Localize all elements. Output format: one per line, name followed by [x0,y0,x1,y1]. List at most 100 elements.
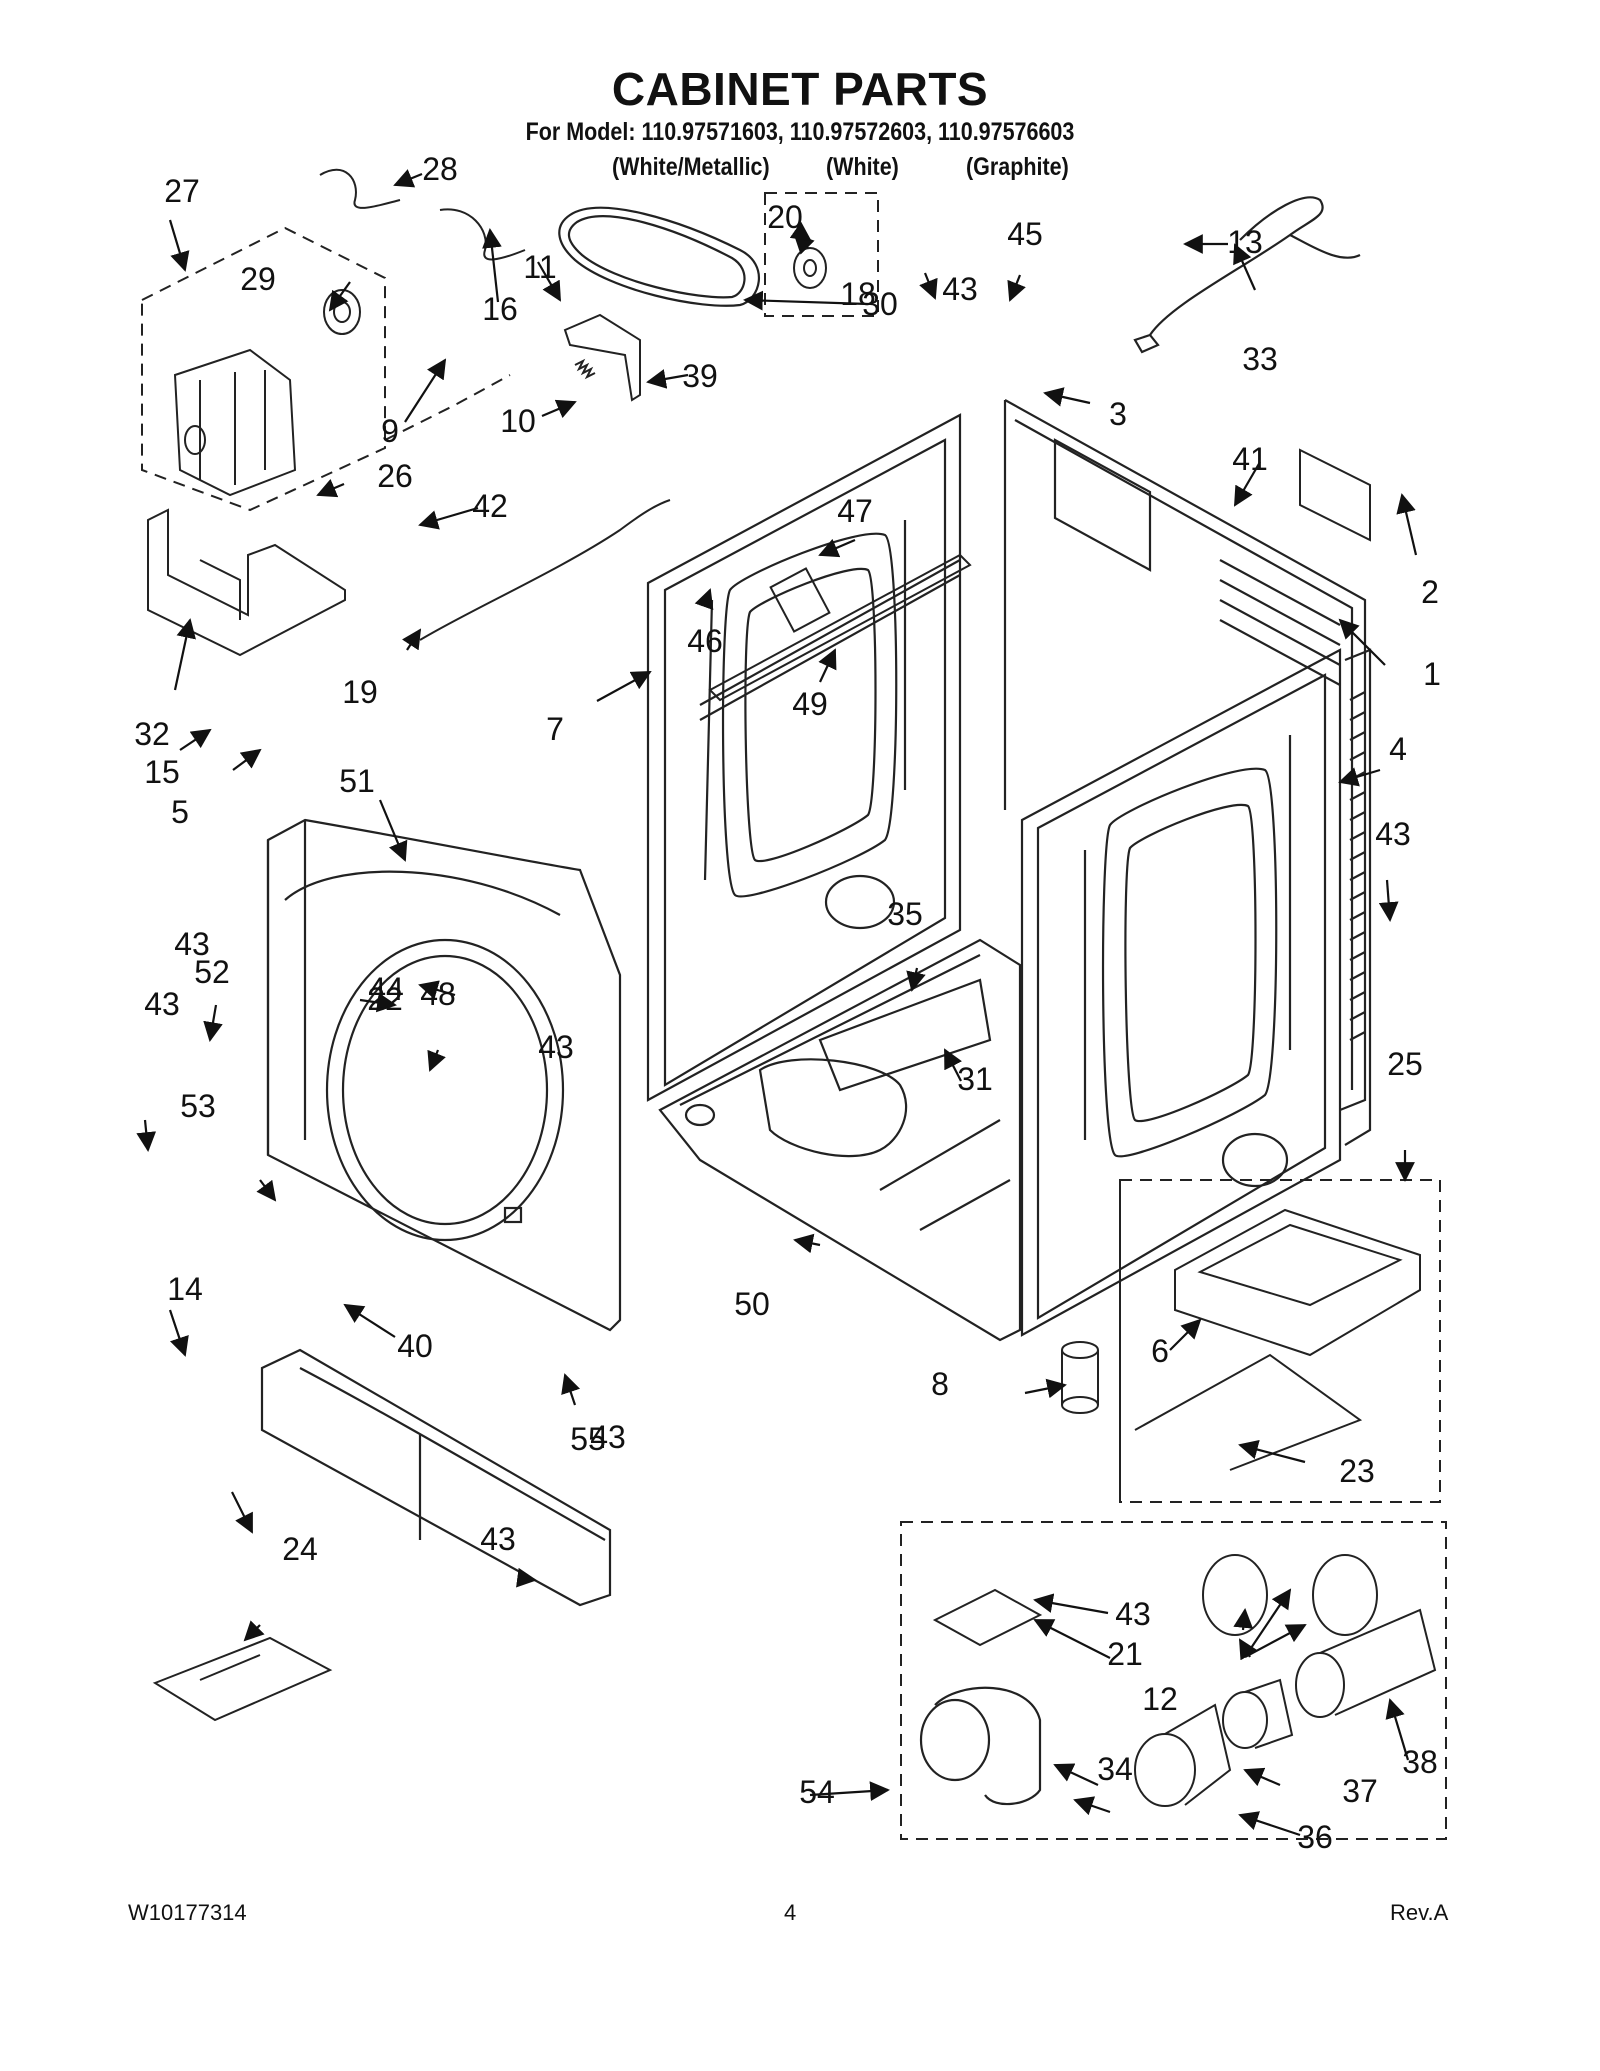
callout-label: 36 [1297,1819,1333,1855]
callout-label: 38 [1402,1744,1438,1780]
callout-label: 43 [480,1521,516,1557]
callout-label: 12 [1142,1681,1178,1717]
toe-panel [260,1348,612,1607]
callout-label: 3 [1109,396,1127,432]
literature-pack [152,1636,333,1722]
callout-label: 16 [482,291,518,327]
callout-label: 50 [734,1286,770,1322]
callout-label: 55 [570,1421,606,1457]
callout-label: 23 [1339,1453,1375,1489]
callout-label: 32 [134,716,170,752]
wire-harness-28 [319,168,401,209]
doc-number: W10177314 [128,1900,247,1925]
callout-label: 51 [339,763,375,799]
revision-label: Rev.A [1390,1900,1449,1925]
callout-label: 1 [1423,656,1441,692]
callout-label: 28 [422,151,458,187]
callout-label: 24 [282,1531,318,1567]
leader-arrows [136,169,1418,1837]
callout-label: 10 [500,403,536,439]
vent-tube [1295,1608,1437,1718]
callout-label: 13 [1227,224,1263,260]
callout-label: 43 [942,271,978,307]
rear-panel [1003,399,1367,1112]
callout-label: 43 [538,1029,574,1065]
wire-harness-16 [439,208,526,261]
vent-plate [932,1588,1043,1647]
wire-harness-19 [419,499,671,641]
callout-label: 43 [144,986,180,1022]
callout-label: 22 [367,981,403,1017]
callout-label: 41 [1232,441,1268,477]
callout-label: 46 [687,623,723,659]
callout-label: 43 [174,926,210,962]
callout-label: 14 [167,1271,203,1307]
motor-mount [147,508,346,657]
page-number: 4 [784,1900,797,1925]
callout-label: 25 [1387,1046,1423,1082]
callout-label: 29 [240,261,276,297]
callout-label: 43 [590,1419,626,1455]
callout-label: 26 [377,458,413,494]
cabinet-base [658,938,1022,1342]
callout-label: 7 [546,711,564,747]
vent-coupler [1222,1678,1294,1749]
callout-label: 20 [767,199,803,235]
callout-label: 44 [368,971,404,1007]
idler-arm [563,313,641,402]
access-cover [1299,448,1371,542]
front-panel [266,818,622,1332]
callout-label: 48 [420,976,456,1012]
power-cord [1133,196,1361,354]
callout-label: 40 [397,1328,433,1364]
callout-label: 31 [957,1061,993,1097]
callout-label: 45 [1007,216,1043,252]
callout-label: 2 [1421,574,1439,610]
callout-label: 53 [180,1088,216,1124]
callout-label: 19 [342,674,378,710]
callout-label: 30 [862,286,898,322]
filter-rod [1134,1353,1363,1471]
drive-belt [558,206,760,307]
callout-label: 43 [1375,816,1411,852]
leveling-leg [1061,1341,1099,1414]
top-crossbar [708,553,972,702]
callout-label: 5 [171,794,189,830]
model-subtitle: For Model: 110.97571603, 110.97572603, 1… [525,118,1075,146]
vent-clamp [1134,1703,1232,1807]
lint-filter [1174,1208,1421,1357]
left-side-panel [646,413,962,1102]
idler-spring [574,358,596,380]
page-title: CABINET PARTS [611,63,989,115]
callout-label: 8 [931,1366,949,1402]
motor-assembly-group [141,226,511,512]
vent-elbow [919,1686,1042,1806]
callout-label: 18 [840,276,876,312]
callout-label: 27 [164,173,200,209]
callout-label: 9 [381,413,399,449]
callout-label: 43 [1115,1596,1151,1632]
variant-graphite: (Graphite) [966,153,1069,181]
callout-label: 21 [1107,1636,1143,1672]
callout-label: 39 [682,358,718,394]
callout-label: 11 [523,249,556,285]
vent-kit-group [900,1521,1447,1840]
idler-pulley-group [764,192,879,317]
callout-label: 35 [887,896,923,932]
callout-label: 37 [1342,1773,1378,1809]
callout-label: 33 [1242,341,1278,377]
callout-label: 54 [799,1774,835,1810]
callout-label: 42 [472,488,508,524]
vent-hood [1202,1554,1378,1636]
callout-label: 4 [1389,731,1407,767]
callout-label: 49 [792,686,828,722]
callout-label: 34 [1097,1751,1133,1787]
right-side-panel [1020,648,1372,1337]
variant-white: (White) [826,153,899,181]
callout-label: 47 [837,493,873,529]
callout-label: 15 [144,754,180,790]
callout-label: 52 [194,954,230,990]
callout-label: 6 [1151,1333,1169,1369]
